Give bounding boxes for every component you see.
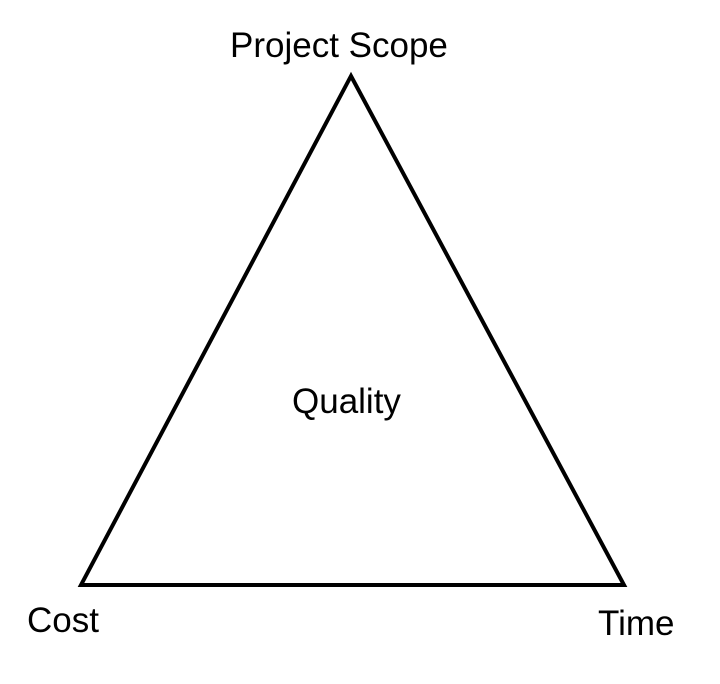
quality-label: Quality — [292, 382, 401, 421]
time-label: Time — [598, 604, 675, 643]
cost-label: Cost — [27, 601, 99, 640]
triangle-outline — [77, 71, 628, 587]
project-scope-label: Project Scope — [230, 26, 448, 65]
